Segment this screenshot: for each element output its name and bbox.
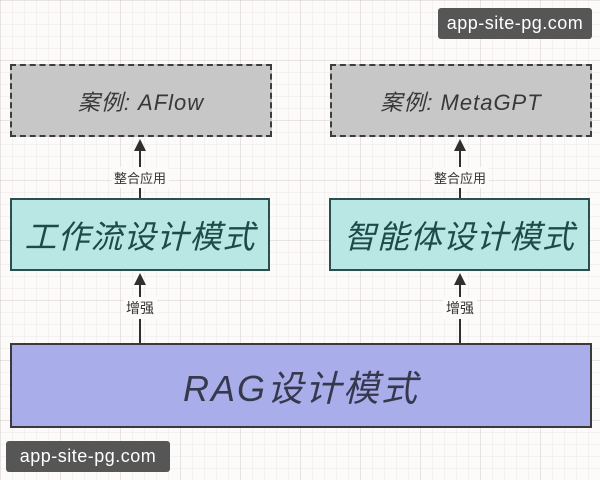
watermark-badge-bottom: app-site-pg.com: [6, 441, 170, 472]
node-rag-pattern: RAG设计模式: [10, 343, 592, 428]
edge-label-enhance-left: 增强: [123, 297, 157, 319]
arrow-up-icon: [454, 139, 466, 151]
watermark-badge-top: app-site-pg.com: [438, 8, 592, 39]
node-workflow-pattern: 工作流设计模式: [10, 198, 270, 271]
node-agent-pattern-label: 智能体设计模式: [343, 218, 575, 255]
edge-label-integrate-right: 整合应用: [430, 167, 490, 188]
node-agent-pattern: 智能体设计模式: [329, 198, 590, 271]
arrow-up-icon: [454, 273, 466, 285]
watermark-text: app-site-pg.com: [19, 446, 157, 466]
node-case-aflow-label: 案例: AFlow: [77, 89, 205, 115]
edge-label-integrate-left: 整合应用: [110, 167, 170, 188]
arrow-up-icon: [134, 273, 146, 285]
arrow-up-icon: [134, 139, 146, 151]
node-rag-pattern-label: RAG设计模式: [182, 367, 419, 409]
watermark-text: app-site-pg.com: [446, 13, 584, 33]
node-case-aflow: 案例: AFlow: [10, 64, 272, 137]
node-workflow-pattern-label: 工作流设计模式: [24, 218, 256, 255]
node-case-metagpt-label: 案例: MetaGPT: [380, 89, 542, 115]
edge-label-enhance-right: 增强: [443, 297, 477, 319]
node-case-metagpt: 案例: MetaGPT: [330, 64, 592, 137]
